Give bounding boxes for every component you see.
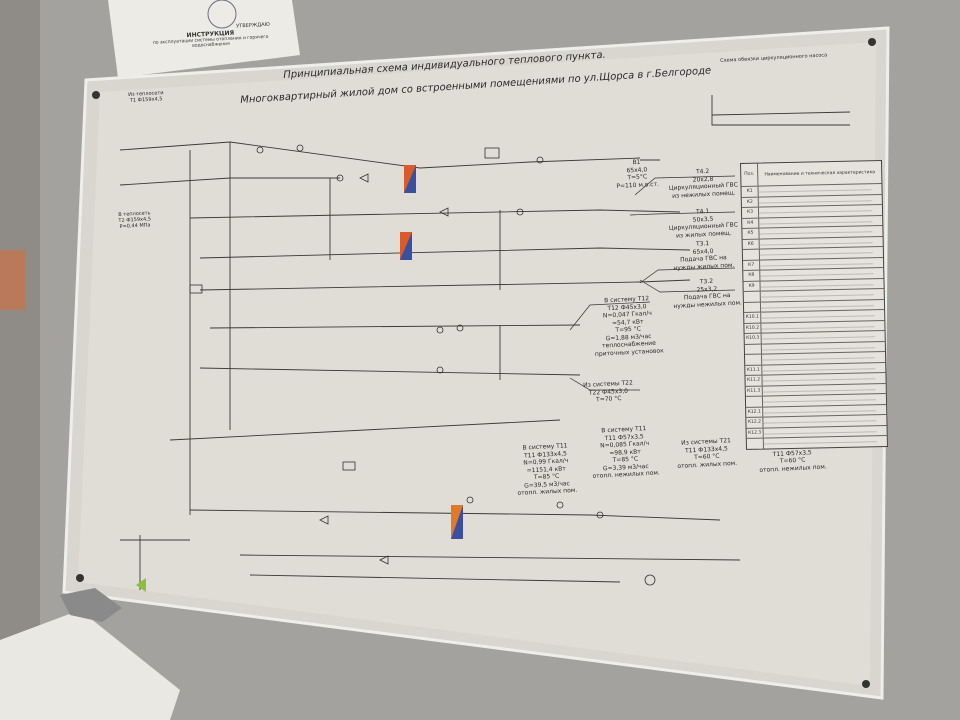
fittings [189,144,656,586]
heat-exchanger-icon [404,165,416,193]
legend-row-text [758,197,872,204]
legend-row-text [759,208,873,214]
legend-row-pos: К10.2 [744,323,762,333]
legend-row-text [762,397,877,403]
legend-row-pos: К12.3 [746,428,764,438]
legend-row-pos [745,354,763,365]
legend-row-pos [746,438,764,449]
legend-row-pos: К10.3 [744,333,762,344]
legend-row-text [759,229,873,235]
legend-row-text [759,250,873,256]
foil-tape [60,588,122,622]
legend-row-text [763,418,877,424]
stamp-icon [207,0,237,29]
legend-row-text [763,439,877,445]
legend-row-text [759,239,873,246]
screw-icon [862,680,870,688]
legend-row-text [762,365,876,372]
heat-exchanger-icon [400,232,412,260]
legend-row-pos: К5 [742,228,760,239]
legend-row-text [762,376,876,382]
legend-row-text [761,313,875,319]
legend-header-pos: Поз. [741,163,759,186]
screw-icon [92,91,100,99]
legend-row-pos [743,302,762,312]
legend-row-pos: К11.3 [745,386,763,396]
legend-row-text [760,271,874,277]
legend-row-pos: К2 [741,197,759,207]
legend-row-pos: К4 [742,218,760,228]
legend-row [746,434,887,449]
pipe-lines [119,95,851,590]
heat-exchanger-icon [451,505,463,539]
pump-icon [136,578,146,592]
legend-row-text [760,292,874,298]
legend-row-pos: К9 [743,281,761,291]
screw-icon [868,38,876,46]
paper-sheet [0,610,180,720]
legend-row-text [763,428,877,435]
instruction-sheet [108,0,300,78]
legend-row-text [762,355,876,361]
legend-row-text [759,218,873,225]
legend-row-pos: К12.1 [746,407,764,417]
legend-row-pos: К6 [742,239,760,249]
legend-row-text [760,260,874,267]
legend-row-pos: К10.1 [744,312,762,323]
legend-row-pos [744,344,762,354]
legend-row-pos: К12.2 [746,417,764,428]
legend-row-text [761,323,875,330]
legend-row-text [758,187,872,193]
legend-row-pos: К7 [743,260,761,270]
legend-row-text [762,386,876,393]
legend-row-pos [742,249,761,260]
legend-row-pos: К11.2 [745,375,763,386]
screw-icon [76,574,84,582]
legend-row-text [763,407,877,414]
legend-header-name: Наименование и техническая характеристик… [764,169,876,177]
legend-row-pos [743,291,761,302]
legend-row-pos: К8 [743,270,761,281]
legend-row-pos: К11.1 [745,365,763,375]
legend-row-text [760,281,874,288]
legend-row-pos: К1 [741,186,759,197]
legend-row-text [761,344,875,351]
legend-row-text [760,302,875,309]
legend-table: Поз. Наименование и техническая характер… [740,160,888,450]
legend-row-text [761,334,875,340]
legend-row-pos [745,396,764,407]
legend-row-pos: К3 [741,207,760,218]
